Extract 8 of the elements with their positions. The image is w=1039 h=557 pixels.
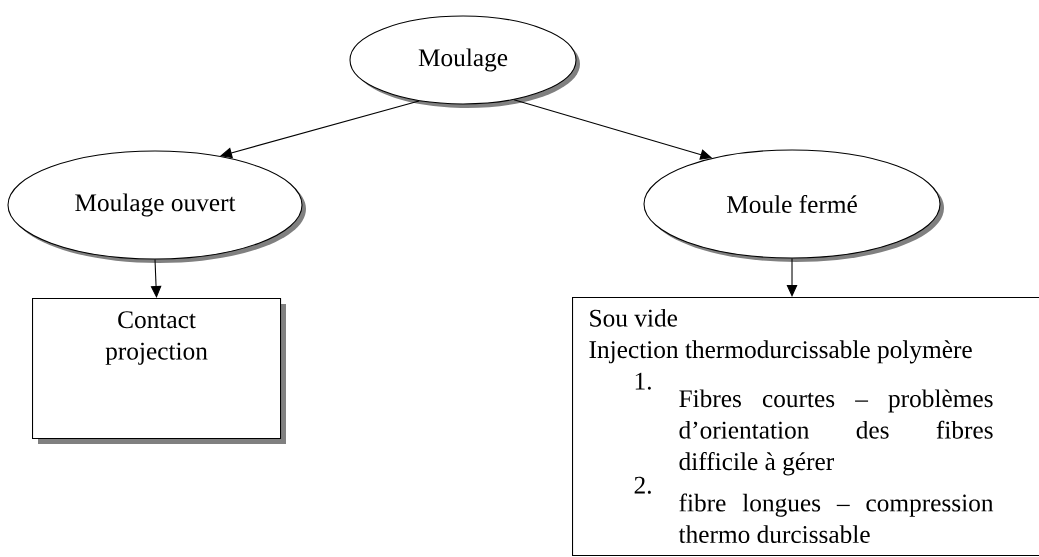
ellipse-node: Moule fermé: [643, 149, 944, 262]
process-box: Contact projection: [32, 298, 286, 444]
arrow: [150, 259, 162, 298]
arrow: [786, 258, 798, 297]
ellipse-node: Moulage: [349, 15, 580, 108]
ellipse-node: Moulage ouvert: [7, 150, 306, 263]
text-box: Sou vide Injection thermodurcissable polymère 1. Fibres courtes – problèmes d’orientation des fibres difficile à gérer 2. fibre longues – compression thermo durcissable: [572, 297, 1039, 557]
arrow: [220, 100, 420, 159]
